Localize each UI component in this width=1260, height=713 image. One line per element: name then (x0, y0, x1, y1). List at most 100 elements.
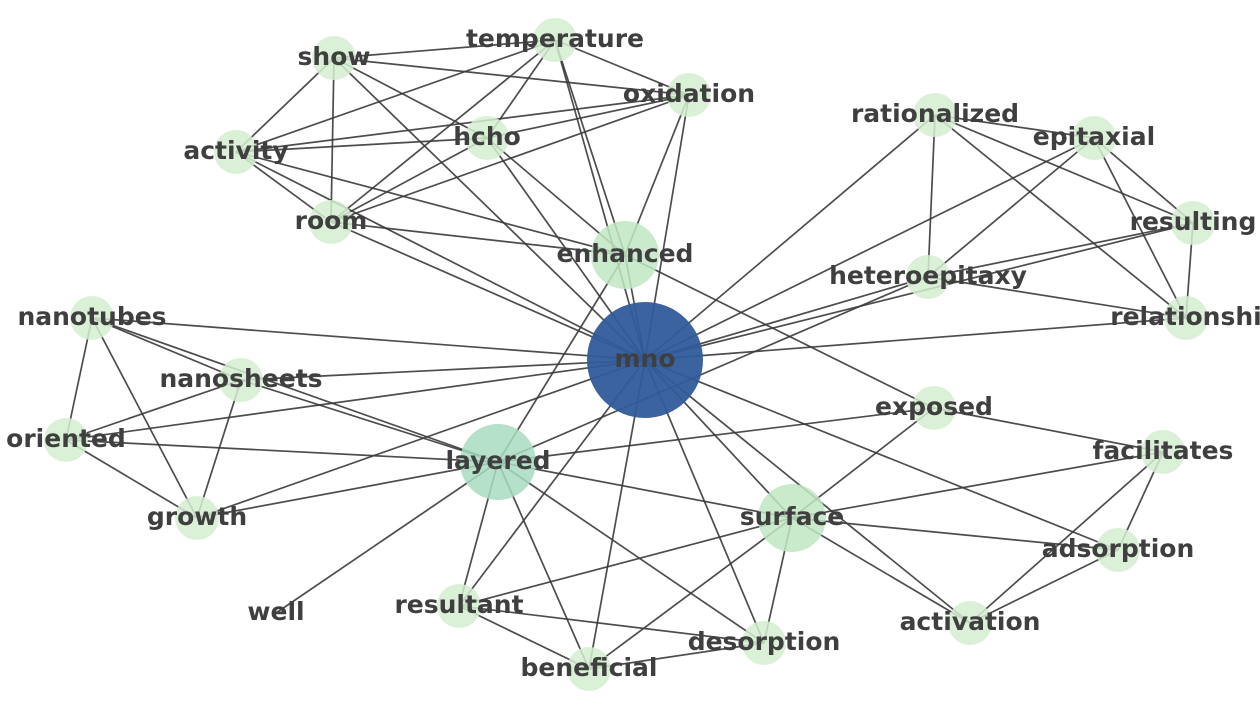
edge-temperature-room (330, 39, 556, 223)
node-label-nanotubes: nanotubes (17, 302, 166, 331)
edge-exposed-facilitates (933, 407, 1164, 453)
edge-nanosheets-oriented (65, 379, 242, 441)
node-resulting (1171, 201, 1215, 245)
node-layered (460, 424, 536, 500)
node-label-resultant: resultant (394, 590, 523, 619)
edge-resultant-surface (458, 517, 793, 607)
edge-oriented-mno (65, 359, 646, 441)
node-show (312, 36, 356, 80)
edge-rationalized-mno (644, 114, 936, 361)
node-heteroepitaxy (906, 255, 950, 299)
node-desorption (742, 621, 786, 665)
label-layer: mnolayeredsurfaceenhancedtemperatureshow… (6, 24, 1260, 682)
edge-adsorption-mno (644, 359, 1119, 551)
edge-activation-surface (791, 517, 971, 624)
edge-epitaxial-heteroepitaxy (927, 137, 1095, 278)
node-oriented (44, 418, 88, 462)
edge-oxidation-hcho (486, 94, 690, 139)
node-activation (948, 601, 992, 645)
node-label-resulting: resulting (1130, 207, 1257, 236)
edge-show-mno (333, 57, 646, 361)
edge-nanotubes-growth (91, 317, 198, 519)
node-beneficial (567, 647, 611, 691)
node-epitaxial (1072, 116, 1116, 160)
edge-desorption-beneficial (588, 642, 765, 670)
node-enhanced (591, 221, 659, 289)
node-label-beneficial: beneficial (521, 653, 658, 682)
node-label-room: room (295, 206, 368, 235)
edge-oriented-layered (65, 439, 499, 463)
edge-temperature-activity (235, 39, 556, 153)
edge-nanotubes-mno (91, 317, 646, 361)
edge-room-enhanced (330, 221, 626, 256)
node-exposed (912, 386, 956, 430)
node-activity (214, 130, 258, 174)
node-label-temperature: temperature (466, 24, 644, 53)
edge-show-temperature (333, 39, 556, 59)
edge-heteroepitaxy-relationship (927, 276, 1187, 319)
node-label-activity: activity (183, 136, 288, 165)
edge-show-oxidation (333, 57, 690, 96)
edge-nanotubes-nanosheets (91, 317, 242, 381)
node-surface (758, 484, 826, 552)
edge-surface-layered (497, 461, 793, 519)
edge-resultant-beneficial (458, 605, 590, 670)
edge-facilitates-surface (791, 451, 1164, 519)
edge-enhanced-exposed (624, 254, 935, 409)
node-label-enhanced: enhanced (557, 239, 694, 268)
node-facilitates (1141, 430, 1185, 474)
node-label-growth: growth (147, 502, 247, 531)
node-resultant (437, 584, 481, 628)
edge-exposed-layered (497, 407, 935, 463)
node-mno (587, 302, 703, 418)
node-rationalized (913, 93, 957, 137)
node-label-adsorption: adsorption (1042, 534, 1195, 563)
node-label-layered: layered (445, 446, 550, 475)
node-label-epitaxial: epitaxial (1033, 122, 1155, 151)
node-label-nanosheets: nanosheets (159, 364, 322, 393)
edge-beneficial-surface (588, 517, 793, 670)
edge-rationalized-epitaxial (934, 114, 1095, 139)
edge-show-hcho (333, 57, 488, 139)
node-label-facilitates: facilitates (1093, 436, 1234, 465)
edge-nanosheets-growth (196, 379, 242, 519)
node-hcho (465, 116, 509, 160)
edge-well-layered (275, 461, 499, 614)
edge-relationship-mno (644, 317, 1187, 361)
edge-adsorption-activation (969, 549, 1119, 624)
edge-resulting-heteroepitaxy (927, 222, 1194, 278)
edge-rationalized-relationship (934, 114, 1187, 319)
edge-desorption-layered (497, 461, 765, 644)
node-label-oxidation: oxidation (623, 79, 755, 108)
node-layer (44, 18, 1215, 691)
node-label-exposed: exposed (875, 392, 993, 421)
edge-rationalized-resulting (934, 114, 1194, 224)
edge-epitaxial-relationship (1093, 137, 1187, 319)
node-adsorption (1096, 528, 1140, 572)
node-label-show: show (298, 42, 371, 71)
node-nanosheets (219, 358, 263, 402)
edge-show-activity (235, 57, 335, 153)
edge-heteroepitaxy-layered (497, 276, 929, 463)
node-label-rationalized: rationalized (851, 99, 1019, 128)
node-label-well: well (247, 597, 304, 626)
edge-growth-layered (196, 461, 499, 519)
edge-oxidation-activity (235, 94, 690, 153)
edge-epitaxial-mno (644, 137, 1095, 361)
edge-activity-hcho (235, 137, 488, 153)
node-relationship (1164, 296, 1208, 340)
edge-nanotubes-layered (91, 317, 499, 463)
edge-rationalized-heteroepitaxy (927, 114, 936, 278)
edge-growth-mno (196, 359, 646, 519)
edge-activity-mno (235, 151, 646, 361)
node-room (309, 200, 353, 244)
node-label-desorption: desorption (688, 627, 841, 656)
edge-activity-enhanced (235, 151, 626, 256)
node-label-activation: activation (900, 607, 1041, 636)
edge-resultant-desorption (458, 605, 765, 644)
edge-temperature-enhanced (554, 39, 626, 256)
node-label-heteroepitaxy: heteroepitaxy (829, 261, 1027, 290)
node-label-oriented: oriented (6, 424, 126, 453)
node-label-relationship: relationshi (1110, 302, 1260, 331)
